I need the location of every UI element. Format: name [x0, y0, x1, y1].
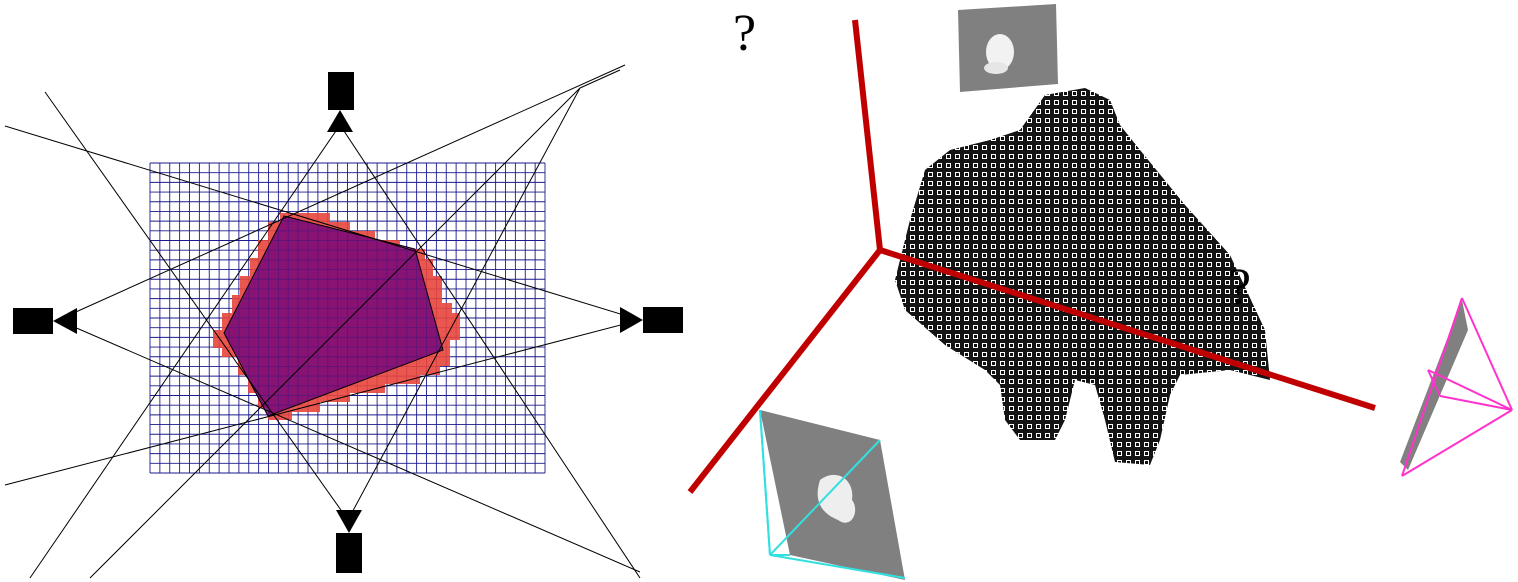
left-panel: [4, 64, 683, 579]
camera-rays: [4, 64, 641, 579]
right-panel: [687, 4, 1513, 580]
camera-frustum-magenta: [1401, 297, 1513, 477]
camera-top-icon: [327, 72, 354, 132]
coordinate-axes: [687, 19, 1376, 494]
camera-left-icon: [13, 308, 77, 334]
camera-frustum-cyan: [759, 409, 906, 579]
question-mark-top: ?: [733, 5, 757, 62]
image-plane-bottom-left: [759, 409, 906, 580]
camera-bottom-icon: [336, 510, 362, 573]
question-mark-right: ?: [1228, 259, 1252, 316]
visual-hull-polygon: [223, 215, 444, 417]
camera-right-icon: [620, 307, 683, 333]
image-plane-top: [958, 4, 1058, 92]
image-plane-right: [1400, 297, 1513, 477]
gorilla-voxel-model: [895, 88, 1270, 465]
